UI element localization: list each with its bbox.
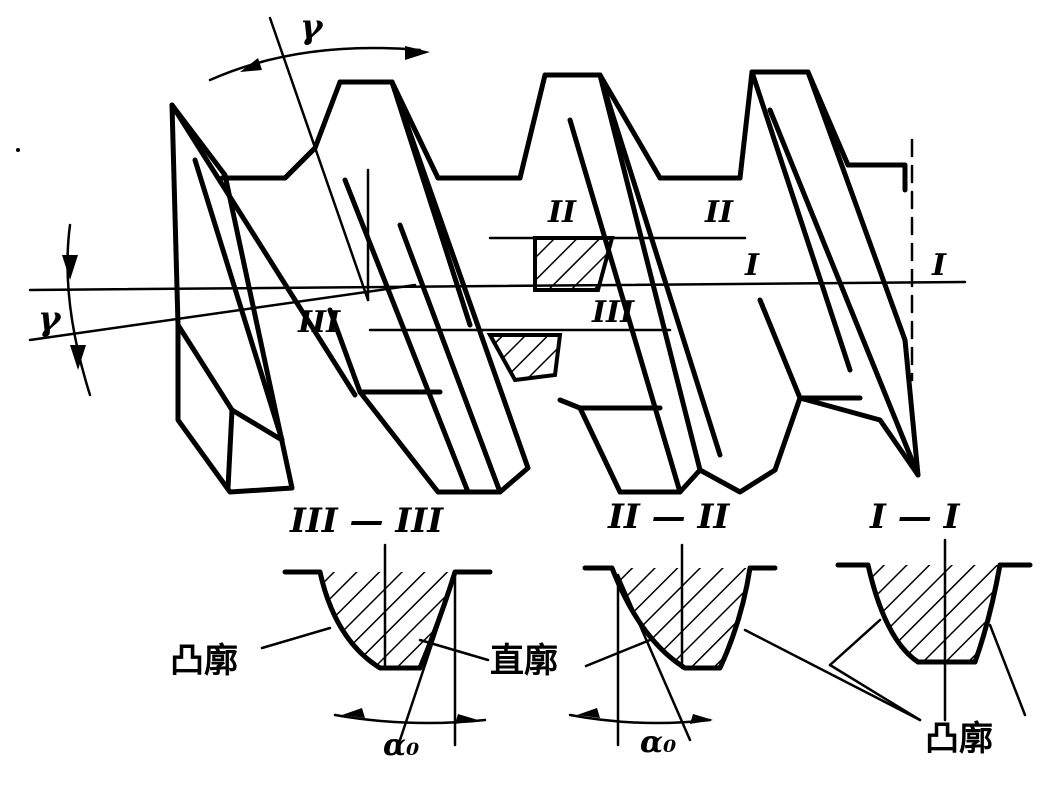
worm-body (169, 69, 921, 495)
stray-dot (16, 148, 20, 152)
section-III-hatch (486, 333, 563, 383)
convex-profile-label-left: 凸廓 (170, 641, 238, 681)
section-III-label-a: III (591, 295, 635, 330)
section-I-title: I — I (869, 497, 961, 537)
section-II-hatch (533, 236, 615, 292)
section-II-label-b: II (704, 195, 734, 230)
gamma-left-label: γ (38, 299, 62, 339)
gamma-line (28, 283, 417, 342)
gamma-vertical (268, 16, 370, 302)
alpha-label-left: α₀ (383, 728, 419, 763)
straight-profile-label: 直廓 (490, 641, 558, 681)
section-III-label-b: III (297, 305, 341, 340)
section-II-label-a: II (547, 195, 577, 230)
worm-axis (28, 280, 967, 292)
section-I-label-b: I (931, 248, 947, 283)
section-I-label-a: I (744, 248, 760, 283)
alpha-label-mid: α₀ (640, 725, 676, 760)
gamma-top-label: γ (300, 7, 324, 47)
axis-lines (28, 16, 967, 397)
section-II-profile (568, 543, 778, 747)
section-III-title: III — III (289, 501, 444, 541)
section-I-profile (743, 538, 1033, 722)
section-II-title: II — II (607, 497, 730, 537)
section-III-profile (260, 543, 493, 747)
convex-profile-label-right: 凸廓 (925, 719, 993, 759)
